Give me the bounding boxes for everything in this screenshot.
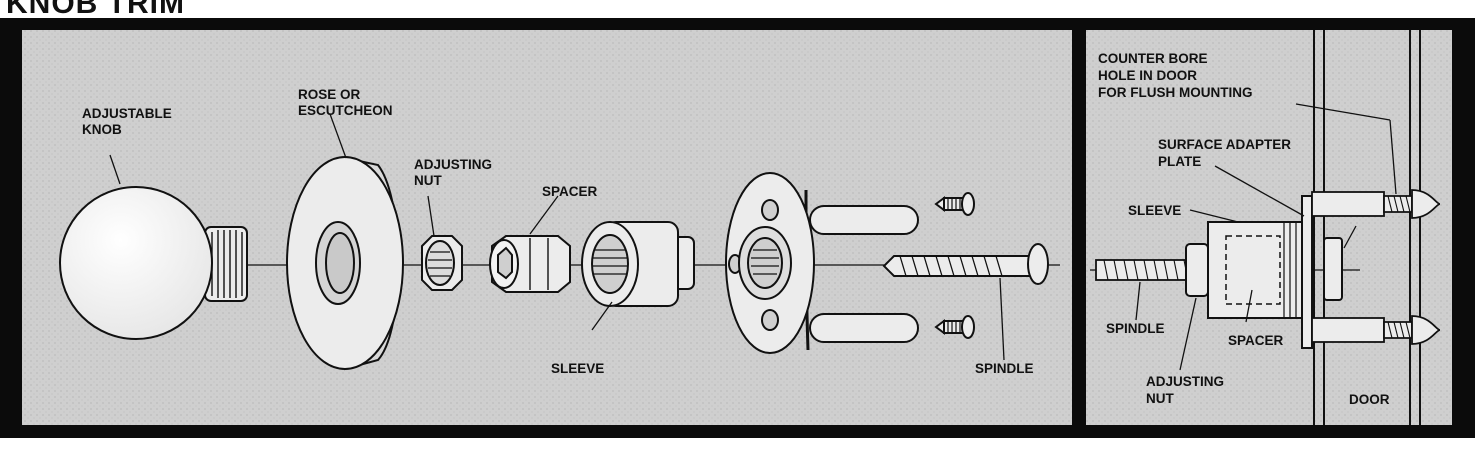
section-adjusting-nut [1185, 243, 1209, 297]
spacer-section-leader-line [1245, 289, 1253, 323]
label-door: DOOR [1349, 392, 1390, 407]
section-adapter-plate [1301, 195, 1313, 349]
sleeve-leader-line [591, 301, 613, 331]
page-title: KNOB TRIM [6, 0, 185, 20]
section-lower-post [1311, 315, 1441, 345]
rose-leader-line [329, 113, 347, 159]
spacer-part [489, 235, 571, 293]
section-spindle [1095, 259, 1193, 281]
screw-upper-part [934, 192, 975, 216]
spacer-leader-line [529, 195, 559, 235]
sleeve-part [581, 221, 695, 307]
section-view [1090, 30, 1441, 425]
label-section-spindle: SPINDLE [1106, 321, 1165, 336]
label-adjustable-knob-line1: ADJUSTABLE [82, 106, 172, 121]
label-surface-adapter-plate-line1: SURFACE ADAPTER [1158, 137, 1291, 152]
counter-bore-leader-line [1295, 103, 1391, 121]
label-counter-bore-line1: COUNTER BORE [1098, 51, 1208, 66]
label-section-adjusting-nut-line1: ADJUSTING [1146, 374, 1224, 389]
adjustable-knob-part [59, 186, 248, 340]
section-sleeve [1207, 221, 1303, 319]
label-section-spacer: SPACER [1228, 333, 1284, 348]
nut-leader-line [427, 195, 435, 237]
spindle-part [882, 243, 1049, 285]
second-leader-to-plate [1343, 225, 1357, 249]
section-retaining-nut [1323, 237, 1343, 301]
exploded-view [59, 113, 1060, 371]
label-section-sleeve: SLEEVE [1128, 203, 1181, 218]
label-sleeve: SLEEVE [551, 361, 604, 376]
label-adjusting-nut-line1: ADJUSTING [414, 157, 492, 172]
spindle-section-leader-line [1135, 281, 1141, 321]
sleeve-section-leader-line [1189, 209, 1239, 223]
label-counter-bore-line2: HOLE IN DOOR [1098, 68, 1197, 83]
label-section-adjusting-nut-line2: NUT [1146, 391, 1174, 406]
counter-bore-leader-line-down [1389, 119, 1397, 195]
adjusting-nut-section-leader-line [1179, 297, 1197, 371]
adjusting-nut-part [421, 235, 463, 291]
section-upper-post [1311, 189, 1441, 219]
knob-leader-line [109, 154, 121, 185]
spindle-leader-line [999, 277, 1005, 361]
adapter-plate-part [725, 172, 919, 354]
section-view-labels: COUNTER BORE HOLE IN DOOR FOR FLUSH MOUNTI… [1098, 51, 1390, 407]
label-rose-line2: ESCUTCHEON [298, 103, 393, 118]
label-counter-bore-line3: FOR FLUSH MOUNTING [1098, 85, 1253, 100]
label-spindle: SPINDLE [975, 361, 1034, 376]
label-spacer: SPACER [542, 184, 598, 199]
label-surface-adapter-plate-line2: PLATE [1158, 154, 1201, 169]
label-adjustable-knob-line2: KNOB [82, 122, 122, 137]
label-rose-line1: ROSE OR [298, 87, 361, 102]
label-adjusting-nut-line2: NUT [414, 173, 442, 188]
door-section [1313, 30, 1421, 425]
screw-lower-part [934, 315, 975, 339]
rose-escutcheon-part [286, 156, 404, 371]
adapter-plate-leader-line [1214, 165, 1305, 217]
